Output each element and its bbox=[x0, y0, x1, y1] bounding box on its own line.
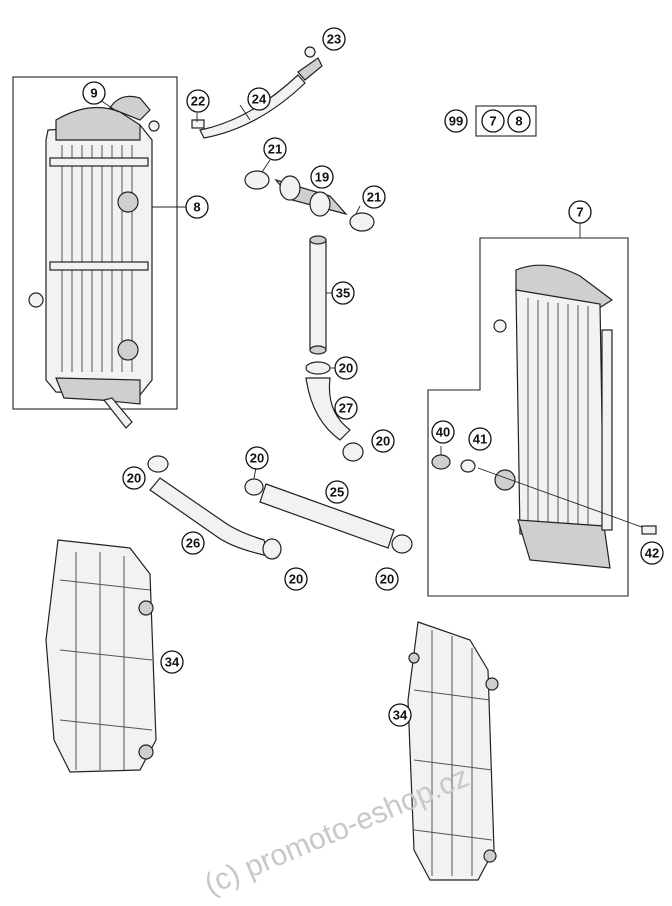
callout-41: 41 bbox=[468, 427, 492, 451]
svg-text:35: 35 bbox=[336, 286, 350, 301]
grommet-40 bbox=[431, 454, 451, 470]
svg-text:34: 34 bbox=[165, 655, 180, 670]
callout-kit-7: 7 bbox=[481, 109, 505, 133]
svg-text:24: 24 bbox=[252, 92, 267, 107]
right-radiator bbox=[493, 264, 614, 569]
svg-text:42: 42 bbox=[645, 546, 659, 561]
left-radiator-group bbox=[12, 76, 186, 429]
left-radiator-frame bbox=[12, 76, 178, 410]
callout-20-e: 20 bbox=[284, 567, 308, 591]
bushing-41 bbox=[460, 459, 476, 473]
callout-20-f: 20 bbox=[375, 567, 399, 591]
callout-99: 99 bbox=[444, 109, 468, 133]
callout-25: 25 bbox=[325, 480, 349, 504]
svg-text:8: 8 bbox=[515, 114, 522, 129]
callout-34-right: 34 bbox=[388, 703, 412, 727]
callout-35: 35 bbox=[331, 281, 355, 305]
hose-23 bbox=[297, 57, 323, 81]
thermostat-group bbox=[244, 159, 375, 232]
right-radiator-guard bbox=[407, 621, 499, 881]
callout-21-left: 21 bbox=[263, 137, 287, 161]
svg-text:7: 7 bbox=[576, 205, 583, 220]
hose-27 bbox=[305, 377, 351, 441]
kit-box bbox=[475, 105, 537, 137]
svg-text:8: 8 bbox=[193, 200, 200, 215]
callout-26: 26 bbox=[181, 531, 205, 555]
callout-21-right: 21 bbox=[362, 185, 386, 209]
hose-24 bbox=[199, 74, 306, 139]
svg-text:25: 25 bbox=[330, 485, 344, 500]
clamp-20-bottom bbox=[342, 442, 364, 462]
callout-20-a: 20 bbox=[334, 356, 358, 380]
svg-text:41: 41 bbox=[473, 432, 487, 447]
hose-27-group bbox=[305, 361, 364, 462]
callout-8: 8 bbox=[185, 195, 209, 219]
svg-text:26: 26 bbox=[186, 536, 200, 551]
callout-22: 22 bbox=[186, 89, 210, 113]
callout-kit-8: 8 bbox=[507, 109, 531, 133]
svg-text:40: 40 bbox=[436, 425, 450, 440]
svg-text:23: 23 bbox=[327, 32, 341, 47]
clamp-20-hose25-left bbox=[244, 478, 264, 496]
hose-25 bbox=[259, 483, 395, 549]
svg-text:21: 21 bbox=[367, 190, 381, 205]
svg-text:27: 27 bbox=[339, 401, 353, 416]
svg-text:34: 34 bbox=[393, 708, 408, 723]
hose-26-group bbox=[147, 455, 282, 560]
callout-20-b: 20 bbox=[371, 429, 395, 453]
svg-text:19: 19 bbox=[315, 170, 329, 185]
right-radiator-group bbox=[427, 222, 657, 597]
right-radiator-frame bbox=[427, 237, 629, 597]
pipe-35 bbox=[309, 235, 332, 355]
hose-25-group bbox=[244, 467, 413, 554]
svg-text:99: 99 bbox=[449, 114, 463, 129]
callout-20-c: 20 bbox=[122, 466, 146, 490]
clamp-22 bbox=[191, 119, 205, 129]
svg-text:20: 20 bbox=[289, 572, 303, 587]
left-radiator bbox=[28, 95, 160, 429]
svg-text:22: 22 bbox=[191, 94, 205, 109]
callout-24: 24 bbox=[247, 87, 271, 111]
svg-text:20: 20 bbox=[250, 451, 264, 466]
upper-hose-group bbox=[191, 46, 323, 139]
screw-42 bbox=[641, 525, 657, 535]
svg-text:9: 9 bbox=[90, 86, 97, 101]
callout-34-left: 34 bbox=[160, 650, 184, 674]
callout-27: 27 bbox=[334, 396, 358, 420]
svg-text:20: 20 bbox=[127, 471, 141, 486]
clamp-21-left bbox=[244, 170, 270, 190]
svg-text:20: 20 bbox=[339, 361, 353, 376]
callout-42: 42 bbox=[640, 541, 664, 565]
callout-7: 7 bbox=[568, 200, 592, 224]
clamp-21-right bbox=[349, 212, 375, 232]
callout-40: 40 bbox=[431, 420, 455, 444]
callout-23: 23 bbox=[322, 27, 346, 51]
svg-text:20: 20 bbox=[376, 434, 390, 449]
callout-20-d: 20 bbox=[245, 446, 269, 470]
clamp-20-hose26-top bbox=[147, 455, 169, 473]
clamp-20-hose26-bottom bbox=[262, 538, 282, 560]
svg-text:7: 7 bbox=[489, 114, 496, 129]
callout-19: 19 bbox=[310, 165, 334, 189]
clamp-20-top bbox=[305, 361, 331, 375]
callout-9: 9 bbox=[82, 81, 106, 105]
left-radiator-guard bbox=[45, 539, 157, 773]
svg-text:21: 21 bbox=[268, 142, 282, 157]
svg-text:20: 20 bbox=[380, 572, 394, 587]
clamp-20-hose25-right bbox=[391, 534, 413, 554]
